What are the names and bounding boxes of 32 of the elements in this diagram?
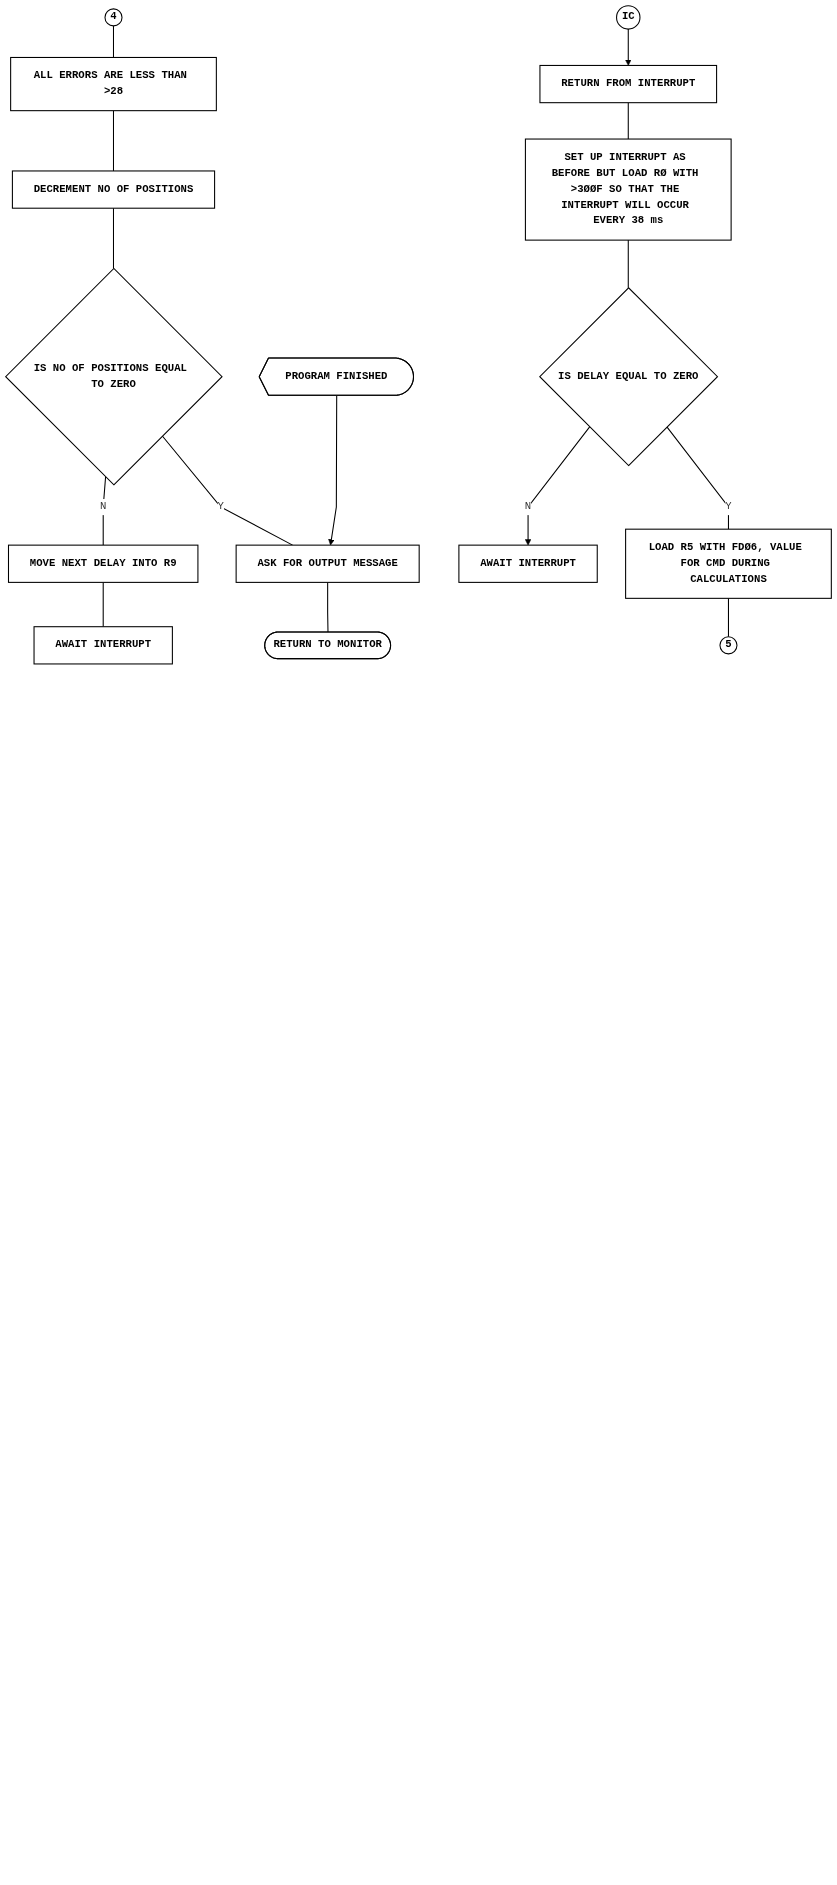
connector [112, 110, 115, 172]
node-box: ASK FOR OUTPUT MESSAGE [235, 544, 420, 583]
arrow [328, 395, 338, 546]
connector [102, 581, 104, 628]
connector [161, 435, 294, 546]
arrow [625, 28, 632, 66]
node-box: DECREMENT NO OF POSITIONS [11, 170, 216, 209]
node-box: LOAD R5 WITH FDØ6, VALUE FOR CMD DURING CALCULATIONS [625, 528, 832, 599]
connector [112, 25, 115, 58]
node-diamond: IS DELAY EQUAL TO ZERO [539, 287, 719, 467]
edge-label: N [524, 500, 532, 513]
connector [112, 207, 115, 270]
node-box: MOVE NEXT DELAY INTO R9 [7, 544, 199, 583]
arrow [524, 426, 591, 546]
node-box: RETURN FROM INTERRUPT [539, 64, 718, 104]
node-circle: IC [616, 5, 641, 30]
connector [727, 597, 729, 638]
node-circle: 4 [104, 8, 123, 27]
node-box: SET UP INTERRUPT AS BEFORE BUT LOAD RØ WITH >3ØØF SO THAT THE INTERRUPT WILL OCCUR EVERY 38 ms [524, 138, 732, 241]
connector [102, 476, 107, 546]
edge-label: Y [217, 500, 224, 513]
connector [627, 239, 629, 289]
edge-label: Y [725, 500, 732, 513]
connector [327, 581, 329, 633]
edge-label: N [100, 500, 107, 513]
node-box: AWAIT INTERRUPT [458, 544, 598, 583]
node-box: AWAIT INTERRUPT [33, 626, 173, 665]
connector [627, 102, 629, 140]
node-circle: 5 [719, 636, 738, 655]
node-box: ALL ERRORS ARE LESS THAN >28 [10, 56, 217, 112]
connector [666, 426, 729, 530]
node-diamond: IS NO OF POSITIONS EQUAL TO ZERO [4, 267, 223, 486]
